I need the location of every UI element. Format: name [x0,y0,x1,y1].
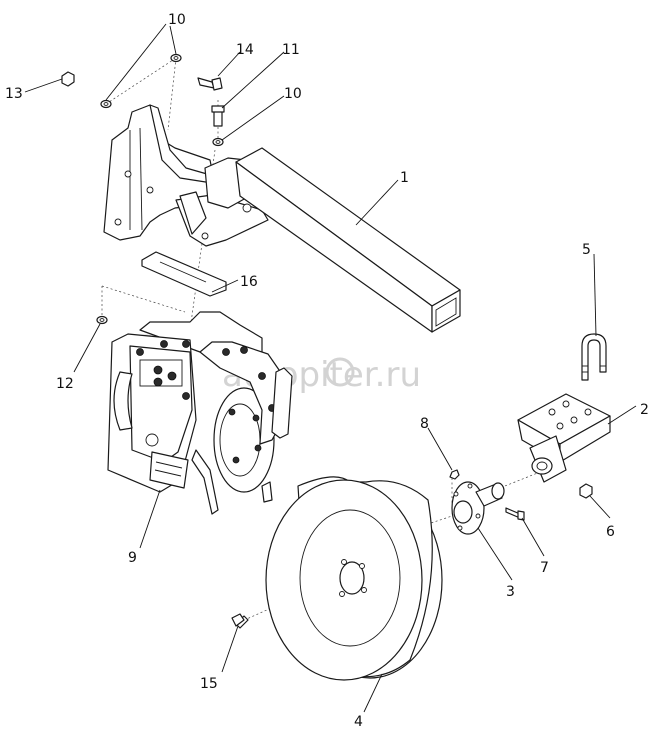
callout-16: 16 [240,274,258,290]
callout-labels: 10 13 14 11 10 1 16 12 9 5 2 8 6 7 3 4 1… [5,12,649,730]
square-tube [235,147,461,333]
frame-bracket [103,104,269,247]
callout-2: 2 [640,402,649,418]
leader-lines [24,23,637,713]
callout-6: 6 [606,524,615,540]
hardware [61,53,593,629]
press-wheel [265,476,443,681]
callout-11: 11 [282,42,300,58]
row-unit-assembly [107,311,293,515]
callout-5: 5 [582,242,591,258]
callout-7: 7 [540,560,549,576]
hub-bracket [517,393,611,483]
spacer-plate [141,251,227,297]
callout-8: 8 [420,416,429,432]
u-bolt [581,333,607,381]
wheel-hub [451,481,505,535]
callout-10-right: 10 [284,86,302,102]
callout-12: 12 [56,376,74,392]
callout-13: 13 [5,86,23,102]
callout-1: 1 [400,170,409,186]
callout-9: 9 [128,550,137,566]
callout-10-top: 10 [168,12,186,28]
callout-3: 3 [506,584,515,600]
callout-15: 15 [200,676,218,692]
callout-4: 4 [354,714,363,730]
callout-14: 14 [236,42,254,58]
